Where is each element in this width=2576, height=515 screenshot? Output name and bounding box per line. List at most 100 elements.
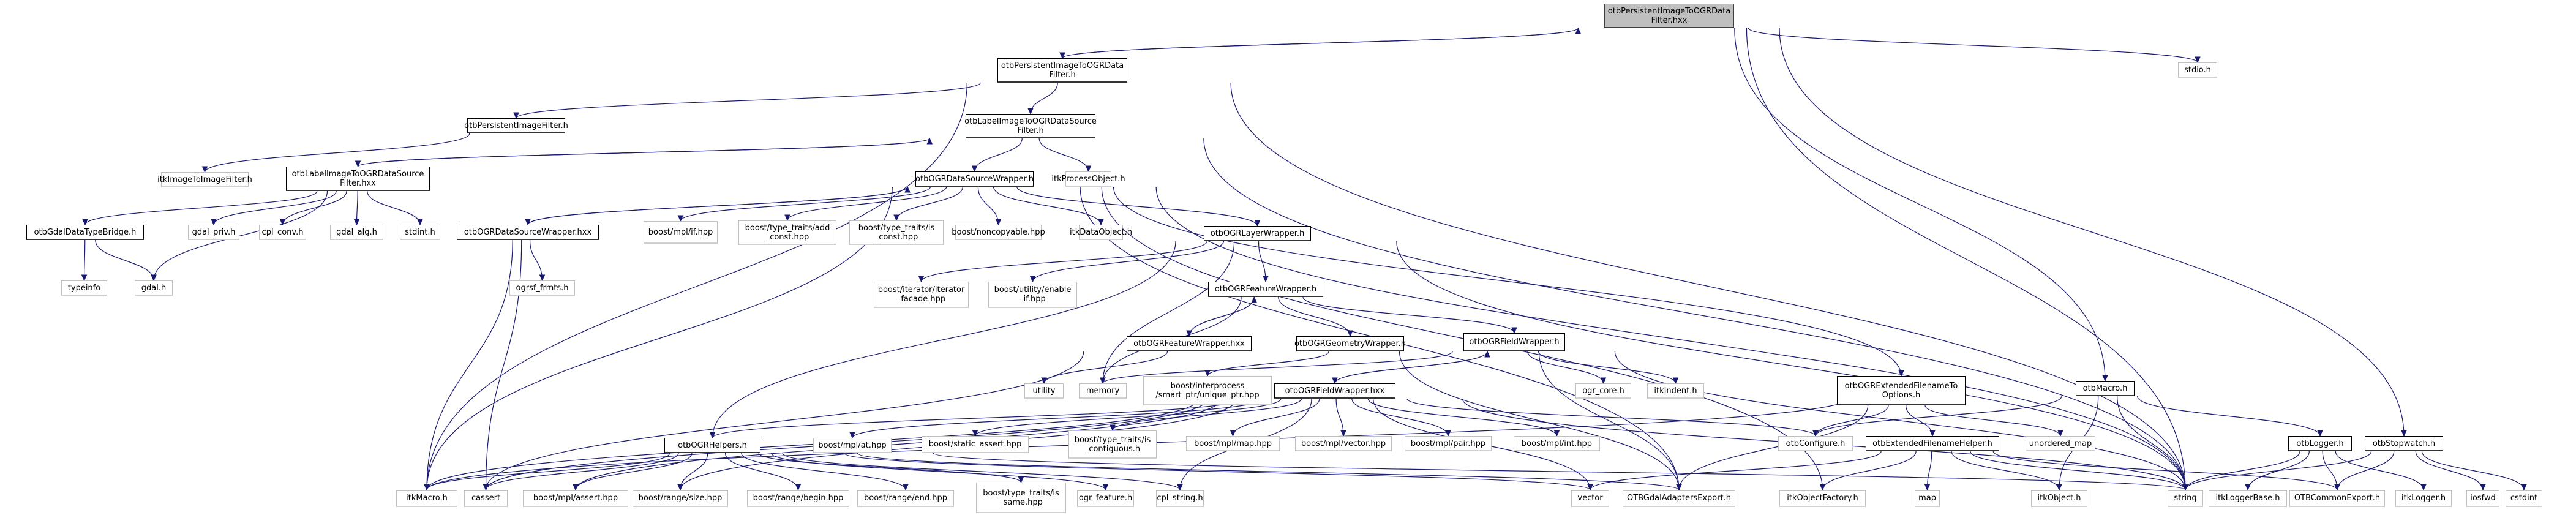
edge-pitogr_h-to-pif	[516, 82, 981, 119]
arrowhead-helpers-to-rsize	[677, 484, 683, 491]
arrowhead-gdtb-to-gdalh	[151, 274, 157, 282]
node-root[interactable]: otbPersistentImageToOGRData Filter.hxx	[1604, 4, 1734, 28]
arrowhead-fldw_hxx-to-helpers	[709, 432, 716, 439]
arrowhead-litogr_h-to-litogr_hxx	[355, 160, 361, 168]
node-fldw-hxx[interactable]: otbOGRFieldWrapper.hxx	[1274, 383, 1395, 399]
node-efh[interactable]: otbExtendedFilenameHelper.h	[1866, 436, 1999, 451]
arrowhead-fldw_hxx-to-mplint	[1553, 430, 1560, 437]
arrowhead-dsw_h-to-addconst	[784, 214, 790, 222]
edge-dsw_h-to-itkof	[1101, 186, 1823, 491]
arrowhead-efto-to-umap	[2057, 430, 2063, 437]
node-macro[interactable]: otbMacro.h	[2076, 381, 2135, 396]
node-dsw-hxx[interactable]: otbOGRDataSourceWrapper.hxx	[457, 225, 599, 240]
arrowhead-macro-to-logger	[2317, 430, 2323, 437]
node-fldw-h[interactable]: otbOGRFieldWrapper.h	[1463, 333, 1565, 351]
arrowhead-efh-to-vector	[1587, 484, 1593, 491]
node-lw-h[interactable]: otbOGRLayerWrapper.h	[1204, 226, 1311, 241]
node-stopwatch[interactable]: otbStopwatch.h	[2365, 436, 2443, 451]
node-itkdo: itkDataObject.h	[1070, 225, 1132, 240]
arrowhead-fldw_hxx-to-mplpair	[1445, 430, 1451, 437]
edge-logger-to-string	[2185, 451, 2300, 491]
edge-pitogr_h-to-litogr_h	[1030, 82, 1058, 115]
arrowhead-logger-to-itklb	[2245, 484, 2251, 491]
arrowhead-efto-to-gdalexp	[1676, 484, 1682, 491]
edge-litogr_hxx-to-cplconv	[282, 190, 347, 225]
edge-fldw_hxx-to-iscontig	[1112, 398, 1302, 431]
edge-helpers-to-rbegin	[724, 453, 799, 491]
arrowhead-efh-to-itkof	[1819, 484, 1826, 491]
node-pitogr-h[interactable]: otbPersistentImageToOGRData Filter.h	[997, 58, 1127, 83]
arrowhead-macro-to-itkmacro	[424, 484, 430, 491]
node-itkiti: itkImageToImageFilter.h	[157, 172, 252, 187]
arrowhead-helpers-to-cplstr	[1177, 484, 1183, 491]
edge-helpers-to-rsize	[680, 453, 708, 491]
node-memory: memory	[1079, 383, 1127, 399]
node-otbconf: otbConfigure.h	[1778, 436, 1853, 451]
node-dsw-h[interactable]: otbOGRDataSourceWrapper.h	[915, 171, 1034, 187]
edge-fldw_hxx-to-helpers	[712, 398, 1242, 438]
node-pif[interactable]: otbPersistentImageFilter.h	[464, 118, 568, 133]
node-litogr-hxx[interactable]: otbLabelImageToOGRDataSource Filter.hxx	[286, 167, 430, 191]
edge-efto-to-gdalexp	[1678, 405, 1869, 491]
edge-fldw_h-to-gdalexp	[1538, 351, 1680, 491]
edge-litogr_h-to-dsw_h	[974, 138, 1023, 172]
edge-helpers-to-cplstr	[782, 453, 1181, 491]
arrowhead-pitogr_h-to-litogr_h	[1027, 108, 1034, 115]
node-itkindent: itkIndent.h	[1647, 383, 1704, 399]
arrowhead-lw_h-to-fw_h	[1263, 276, 1269, 283]
arrowhead-lw_h-to-iterfac	[918, 276, 925, 283]
edge-fldw_hxx-to-sassert	[974, 398, 1282, 437]
node-isconst: boost/type_traits/is _const.hpp	[849, 220, 944, 245]
node-cplconv: cpl_conv.h	[259, 225, 306, 240]
edge-fldw_hxx-to-mplassert	[575, 398, 1222, 491]
node-fw-h[interactable]: otbOGRFeatureWrapper.h	[1208, 282, 1323, 297]
edge-litogr_h-to-string	[1203, 138, 2186, 491]
edge-dsw_h-to-lw_h	[1016, 186, 1258, 227]
arrowhead-pif-to-itkiti	[201, 166, 208, 173]
node-litogr-h[interactable]: otbLabelImageToOGRDataSource Filter.h	[964, 114, 1097, 138]
node-gdalalg: gdal_alg.h	[330, 225, 383, 240]
edge-helpers-to-rend	[741, 453, 906, 491]
edge-efh-to-itkof	[1822, 451, 1917, 491]
node-addconst: boost/type_traits/add _const.hpp	[738, 220, 836, 245]
edge-fw_hxx-to-cassert	[485, 351, 1084, 491]
node-fw-hxx[interactable]: otbOGRFeatureWrapper.hxx	[1127, 336, 1252, 351]
arrowhead-logger-to-itklogger	[2420, 484, 2427, 491]
arrowhead-efto-to-efh	[1929, 430, 1936, 437]
edge-litogr_hxx-to-stdint	[367, 190, 421, 225]
arrowhead-stopwatch-to-commexp	[2334, 484, 2340, 491]
edge-macro-to-logger	[2137, 396, 2321, 437]
arrowhead-fldw_hxx-to-fldw_h	[1484, 350, 1490, 358]
edge-lw_h-to-enableif	[1032, 241, 1225, 282]
edge-efh-to-commexp	[1992, 451, 2338, 491]
node-gw-h[interactable]: otbOGRGeometryWrapper.h	[1294, 336, 1406, 351]
edge-dsw_h-to-mplif	[680, 186, 931, 222]
edge-pitogr_h-to-itkmacro	[426, 82, 967, 491]
node-ogrfeat: ogr_feature.h	[1077, 490, 1134, 507]
node-mplpair: boost/mpl/pair.hpp	[1405, 436, 1492, 451]
node-gdtb[interactable]: otbGdalDataTypeBridge.h	[26, 225, 144, 240]
arrowhead-fldw_hxx-to-mplvec	[1340, 430, 1346, 437]
node-efto[interactable]: otbOGRExtendedFilenameTo Options.h	[1837, 376, 1966, 405]
node-map: map	[1915, 490, 1940, 507]
edge-fldw_h-to-itkindent	[1538, 351, 1677, 384]
edge-pif-to-itkiti	[204, 133, 470, 173]
edge-root-to-stopwatch	[1779, 28, 2405, 437]
arrowhead-helpers-to-rend	[903, 484, 909, 491]
node-logger[interactable]: otbLogger.h	[2288, 436, 2352, 451]
node-helpers[interactable]: otbOGRHelpers.h	[664, 438, 760, 453]
node-gdalexp: OTBGdalAdaptersExport.h	[1623, 490, 1735, 507]
edge-dsw_h-to-noncopy	[977, 186, 999, 225]
edge-fldw_hxx-to-itkmacro	[426, 398, 1200, 491]
edge-stopwatch-to-string	[2185, 451, 2372, 491]
edge-lw_h-to-helpers	[712, 241, 1176, 438]
edge-dsw_h-to-itkdo	[993, 186, 1102, 225]
arrowhead-dsw_h-to-lw_h	[1254, 220, 1261, 227]
edge-efto-to-umap	[1924, 405, 2061, 437]
edge-litogr_hxx-to-litogr_h	[357, 138, 930, 167]
arrowhead-dsw_h-to-efto	[1898, 370, 1904, 377]
node-itklogger: itkLogger.h	[2395, 490, 2452, 507]
node-typeinfo: typeinfo	[61, 280, 107, 296]
node-rend: boost/range/end.hpp	[857, 490, 954, 507]
